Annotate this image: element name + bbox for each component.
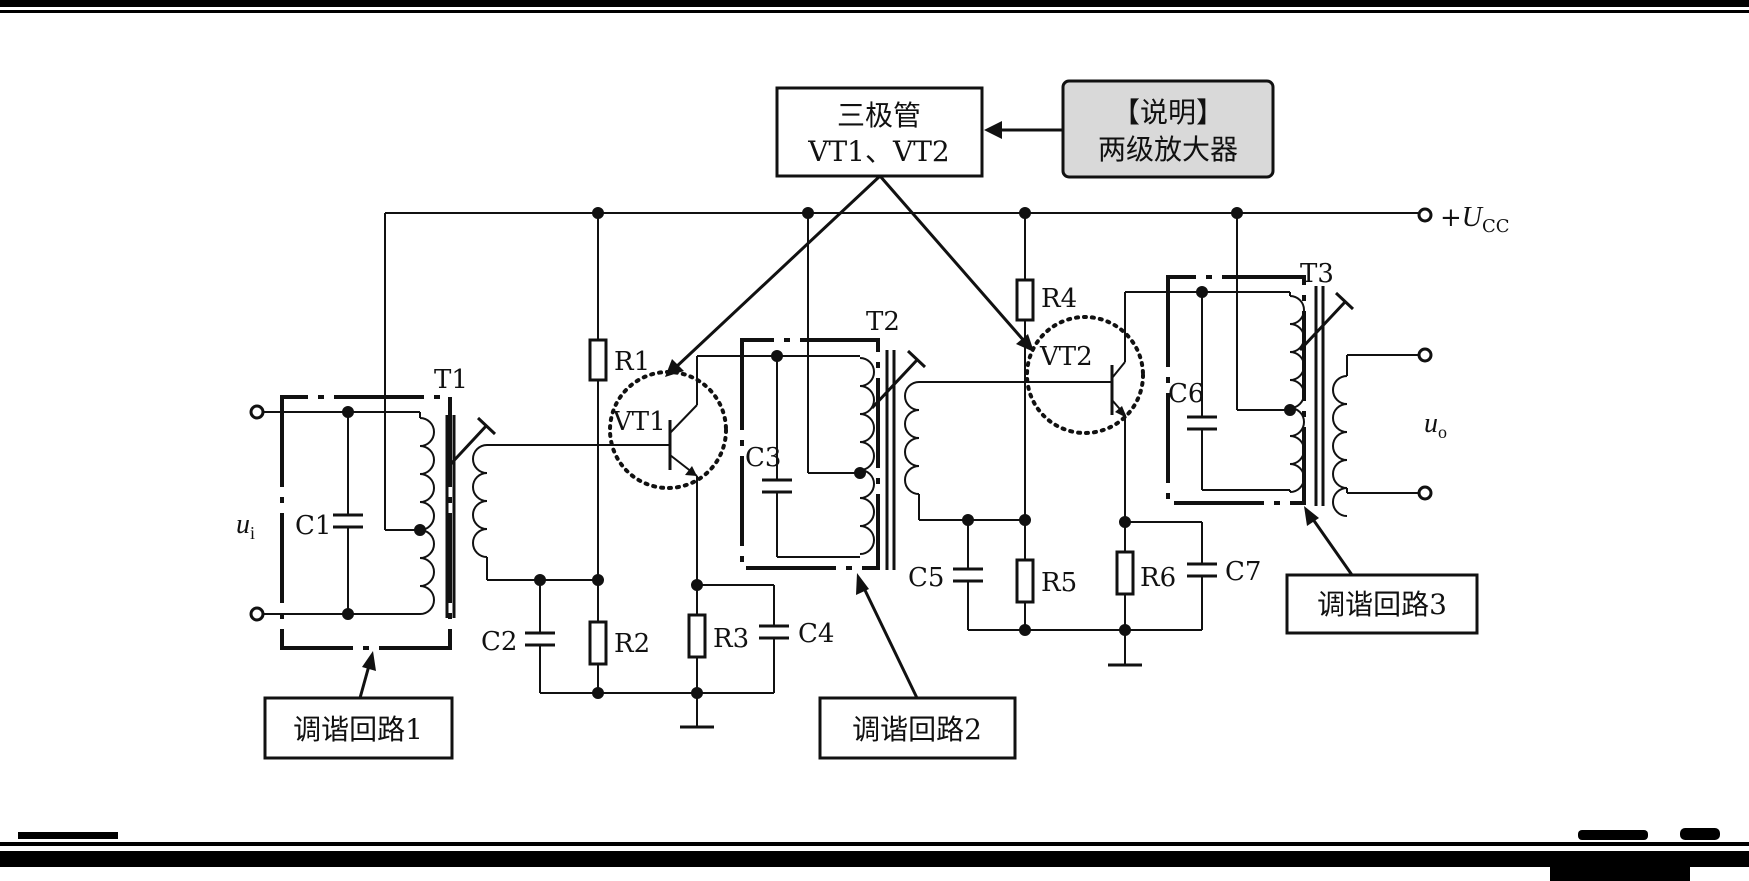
output-terminal-bottom <box>1417 485 1433 501</box>
c6-label: C6 <box>1168 379 1204 409</box>
svg-text:调谐回路1: 调谐回路1 <box>293 713 423 746</box>
t2-label: T2 <box>866 307 900 337</box>
tuning-label-2: 调谐回路2 <box>818 573 1017 760</box>
note-body: 两级放大器 <box>1098 133 1238 166</box>
r2-label: R2 <box>614 629 650 659</box>
c3-label: C3 <box>745 443 781 473</box>
tuning-loop-3: C6 T3 uo <box>1125 207 1447 517</box>
supply-label: +UCC <box>1440 202 1510 237</box>
c7-label: C7 <box>1225 557 1261 587</box>
transistor-vt2: VT2 <box>1025 292 1145 522</box>
note-box: 【说明】 两级放大器 <box>1061 79 1275 179</box>
tuning-label-3: 调谐回路3 <box>1285 506 1479 635</box>
note-title: 【说明】 <box>1112 96 1224 129</box>
transistor-callout-box: 三极管 VT1、VT2 <box>775 86 984 178</box>
tuning-label-1: 调谐回路1 <box>263 651 454 760</box>
c4-label: C4 <box>798 619 834 649</box>
t1-label: T1 <box>434 365 468 395</box>
r1-label: R1 <box>614 347 650 377</box>
input-terminal-top <box>249 404 265 420</box>
r6-label: R6 <box>1140 563 1176 593</box>
stage1-emitter: R3 C4 <box>680 579 834 729</box>
stage1-bias: R1 C2 R2 <box>481 207 774 699</box>
svg-text:调谐回路3: 调谐回路3 <box>1317 588 1447 621</box>
r3-label: R3 <box>713 624 749 654</box>
callout-line2: VT1、VT2 <box>807 135 949 168</box>
output-terminal-top <box>1417 347 1433 363</box>
supply-terminal <box>1417 207 1433 223</box>
note-arrow <box>984 121 1063 139</box>
stage2-emitter: R6 C7 <box>1108 516 1261 667</box>
supply-rail: +UCC <box>384 202 1510 531</box>
output-label: uo <box>1424 408 1447 442</box>
callout-line1: 三极管 <box>837 99 921 132</box>
c5-label: C5 <box>908 563 944 593</box>
tuning-loop-1: ui C1 T1 <box>236 365 497 650</box>
c1-label: C1 <box>295 511 331 541</box>
input-label: ui <box>236 509 255 543</box>
input-terminal-bottom <box>249 606 265 622</box>
tuning-loop-2: C3 T2 <box>697 207 927 570</box>
stage2-bias: R4 C5 R5 <box>908 207 1202 636</box>
callout-arrows <box>665 174 1034 377</box>
vt2-label: VT2 <box>1039 342 1093 372</box>
vt1-label: VT1 <box>612 407 666 437</box>
r4-label: R4 <box>1041 284 1077 314</box>
transistor-vt1: VT1 <box>608 356 728 585</box>
svg-text:调谐回路2: 调谐回路2 <box>852 713 982 746</box>
c2-label: C2 <box>481 627 517 657</box>
r5-label: R5 <box>1041 568 1077 598</box>
